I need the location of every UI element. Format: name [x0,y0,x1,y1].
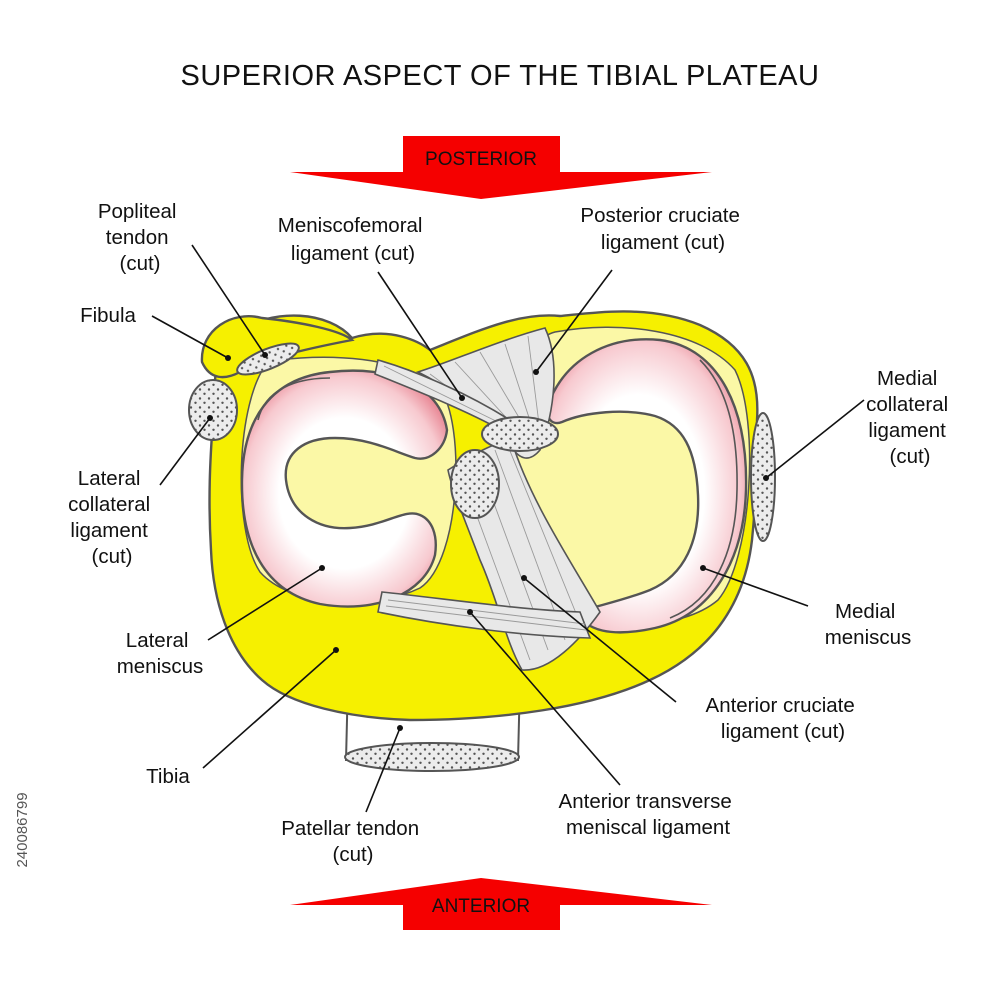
label-lateral-meniscus: Lateral meniscus [117,629,204,678]
label-popliteal-tendon: Popliteal tendon (cut) [98,200,182,275]
dot-anterior-transverse [467,609,473,615]
anterior-arrow-label: ANTERIOR [432,896,530,917]
leader-fibula [151,315,229,359]
label-posterior-cruciate-ligament: Posterior cruciate ligament (cut) [580,204,745,254]
leader-lateral-meniscus [207,567,323,641]
posterior-arrow-label: POSTERIOR [425,149,537,170]
leader-lateral-collateral [159,417,211,486]
anterior-transverse-meniscal-ligament [377,591,592,639]
lateral-collateral-ligament-cut [188,379,238,441]
anterior-arrow-shape [290,878,712,930]
label-patellar-tendon: Patellar tendon (cut) [281,817,425,866]
dot-patellar-tendon [397,725,403,731]
medial-collateral-ligament-cut [750,412,776,542]
leader-medial-collateral [765,399,865,479]
posterior-arrow-shape [290,136,712,199]
dot-tibia [333,647,339,653]
dot-anterior-cruciate [521,575,527,581]
label-medial-collateral-ligament: Medial collateral ligament (cut) [866,367,954,468]
leader-medial-meniscus [702,567,809,607]
leader-popliteal [191,244,266,356]
leader-patellar-tendon [365,727,401,813]
label-tibia: Tibia [146,765,190,788]
watermark-id: 240086799 [14,792,31,867]
dot-posterior-cruciate [533,369,539,375]
anterior-arrow: ANTERIOR [290,878,712,930]
dot-lateral-collateral [207,415,213,421]
label-medial-meniscus: Medial meniscus [825,600,912,649]
lateral-meniscus [240,369,449,608]
leader-anterior-transverse [469,611,621,786]
posterior-arrow: POSTERIOR [290,136,712,199]
dot-lateral-meniscus [319,565,325,571]
leader-lines [151,244,865,813]
label-meniscofemoral-ligament: Meniscofemoral ligament (cut) [278,214,428,265]
leader-anterior-cruciate [523,577,677,703]
label-fibula: Fibula [80,304,136,327]
leader-meniscofemoral [377,271,463,399]
leader-tibia [202,649,337,769]
dot-medial-meniscus [700,565,706,571]
dot-popliteal [262,352,268,358]
dot-meniscofemoral [459,395,465,401]
leader-posterior-cruciate [535,269,613,373]
diagram-title: SUPERIOR ASPECT OF THE TIBIAL PLATEAU [181,60,820,92]
label-anterior-transverse-meniscal-ligament: Anterior transverse meniscal ligament [559,790,738,839]
anterior-cruciate-cut [450,449,500,519]
dot-medial-collateral [763,475,769,481]
meniscofemoral-ligament-cut [481,416,559,452]
popliteal-tendon-cut [236,342,300,376]
label-anterior-cruciate-ligament: Anterior cruciate ligament (cut) [706,694,861,743]
dot-fibula [225,355,231,361]
label-lateral-collateral-ligament: Lateral collateral ligament (cut) [68,467,156,568]
